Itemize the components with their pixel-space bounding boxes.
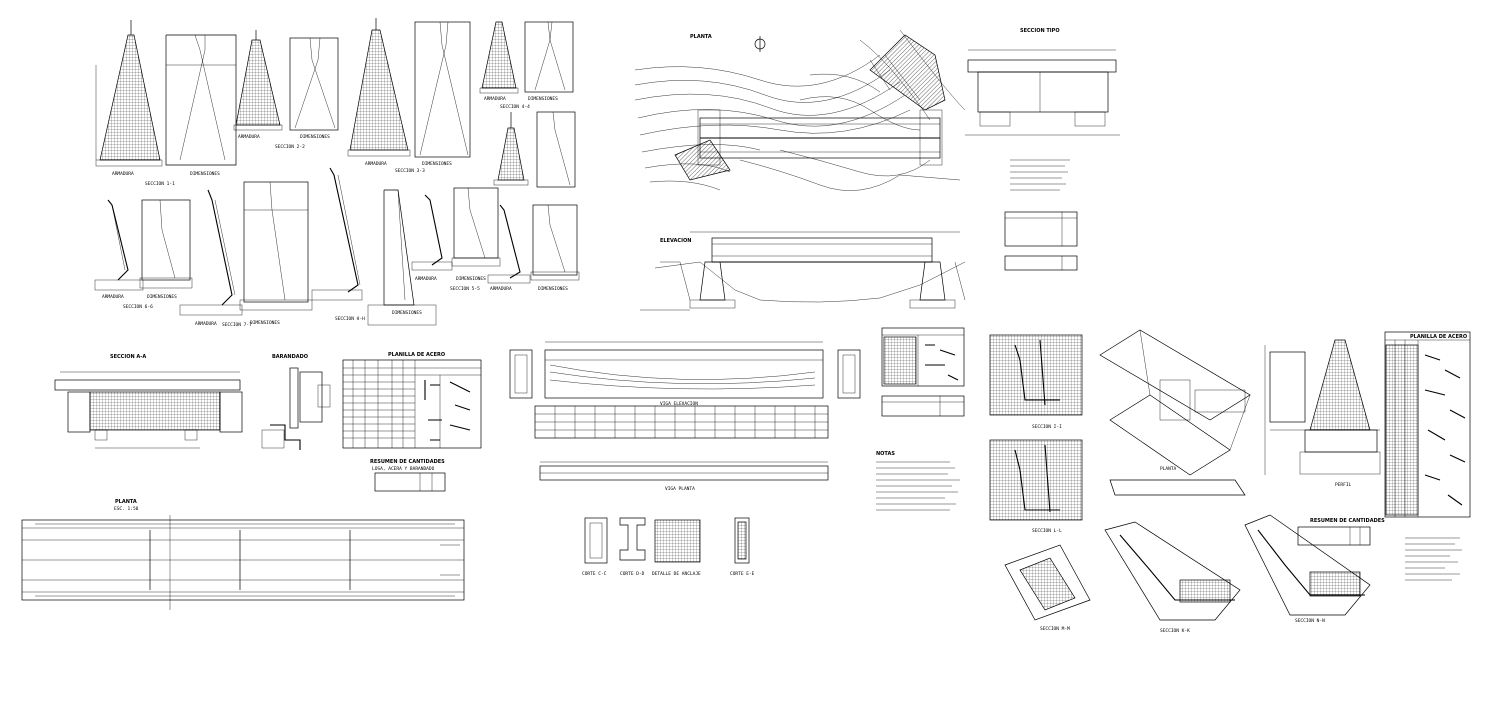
planilla-acero-right-title: PLANILLA DE ACERO: [1410, 334, 1467, 340]
notas-block: NOTAS: [876, 451, 960, 511]
label-dimensiones-9: DIMENSIONES: [538, 286, 568, 292]
label-dimensiones-5: DIMENSIONES: [147, 294, 177, 300]
slab-plan-scale: ESC. 1:50: [114, 506, 139, 512]
detalle-anclaje-label: DETALLE DE ANCLAJE: [652, 571, 701, 577]
abutment-3-armadura: ARMADURA: [347, 18, 411, 167]
label-planta-estribo: PLANTA: [1160, 466, 1177, 472]
viga-planta-label: VIGA PLANTA: [665, 486, 695, 492]
abutment-1-dimensiones: DIMENSIONES: [165, 34, 237, 177]
resumen-losa: LOSA, ACERA Y BARANDADO: [372, 466, 435, 472]
label-armadura: ARMADURA: [112, 171, 134, 177]
abutment-4-dimensiones: DIMENSIONES: [524, 21, 574, 102]
label-perfil: PERFIL: [1335, 482, 1352, 488]
wingwall-5: ARMADURA: [487, 204, 531, 292]
notes-block-top-right: [1004, 159, 1078, 271]
barandado-detail: BARANDADO: [261, 354, 331, 450]
planta-title: PLANTA: [690, 34, 712, 40]
slab-plan-title: PLANTA: [115, 499, 137, 505]
label-seccion-1-1: SECCION 1-1: [145, 181, 175, 187]
wingwall-1: ARMADURA: [94, 199, 144, 300]
label-seccion-3-3: SECCION 3-3: [395, 168, 425, 174]
corte-ee-label: CORTE E-E: [730, 571, 755, 577]
seccion-aa-title: SECCION A-A: [110, 354, 146, 360]
abutment-group-top-left: ARMADURA DIMENSIONES SECCION 1-1 ARMADUR…: [95, 18, 576, 188]
planilla-acero-right: PLANILLA DE ACERO: [1384, 331, 1471, 518]
abutment-5-dimensiones: [536, 111, 576, 188]
notes-right: [1405, 537, 1462, 581]
label-seccion-6-6: SECCION 6-6: [123, 304, 153, 310]
seccion-l-l: SECCION L-L: [989, 439, 1083, 534]
resumen-cantidades-title: RESUMEN DE CANTIDADES: [370, 459, 445, 465]
wingwall-4-dim: DIMENSIONES: [451, 187, 501, 282]
seccion-a-a: SECCION A-A: [54, 354, 243, 449]
planilla-acero-title: PLANILLA DE ACERO: [388, 352, 445, 358]
viga-elevacion-label: VIGA ELEVACION: [660, 401, 698, 407]
abutment-2-dimensiones: DIMENSIONES: [289, 37, 339, 140]
label-seccion-4-4: SECCION 4-4: [500, 104, 530, 110]
label-armadura-3: ARMADURA: [365, 161, 387, 167]
wingwall-1-dim: DIMENSIONES: [139, 199, 193, 300]
wingwall-3-dim: DIMENSIONES: [367, 189, 437, 326]
label-seccion-h-h: SECCION H-H: [335, 316, 365, 322]
notas-title: NOTAS: [876, 451, 895, 457]
abutment-4-armadura: ARMADURA: [479, 21, 519, 102]
slab-plan: PLANTA ESC. 1:50: [21, 499, 465, 610]
seccion-n-n: SECCION K-K: [1104, 521, 1241, 634]
elevacion-title: ELEVACION: [660, 238, 691, 244]
seccion-tipo-title: SECCION TIPO: [1020, 28, 1060, 34]
label-dimensiones-4: DIMENSIONES: [528, 96, 558, 102]
label-dimensiones-3: DIMENSIONES: [422, 161, 452, 167]
resumen-cantidades-right: RESUMEN DE CANTIDADES: [1297, 518, 1385, 546]
seccion-m-m: SECCION M-M: [1004, 544, 1091, 632]
label-armadura-6: ARMADURA: [195, 321, 217, 327]
label-seccion-m-m: SECCION M-M: [1040, 626, 1070, 632]
label-dimensiones-2: DIMENSIONES: [300, 134, 330, 140]
label-seccion-5-5: SECCION 5-5: [450, 286, 480, 292]
label-armadura-7: ARMADURA: [415, 276, 437, 282]
bridge-elevation: ELEVACION: [640, 231, 966, 311]
label-dimensiones-6: DIMENSIONES: [250, 320, 280, 326]
label-seccion-n-n: SECCION N-N: [1295, 618, 1325, 624]
label-seccion-i-i: SECCION I-I: [1032, 424, 1062, 430]
label-dimensiones: DIMENSIONES: [190, 171, 220, 177]
planta-estribo: PLANTA: [1099, 329, 1251, 496]
planilla-acero-table: PLANILLA DE ACERO RESUMEN DE CANTIDADES …: [342, 352, 482, 492]
abutment-1-armadura: ARMADURA: [95, 20, 163, 177]
barandado-title: BARANDADO: [272, 354, 308, 360]
wingwall-5-dim: DIMENSIONES: [530, 204, 580, 292]
wingwall-group-left: ARMADURA DIMENSIONES SECCION 6-6 ARMADUR…: [94, 167, 580, 328]
perfil: PERFIL: [1264, 339, 1381, 488]
label-seccion-7-7: SECCION 7-7: [222, 322, 252, 328]
label-armadura-5: ARMADURA: [102, 294, 124, 300]
label-seccion-k-k: SECCION K-K: [1160, 628, 1190, 634]
site-plan: PLANTA: [634, 29, 966, 191]
label-armadura-8: ARMADURA: [490, 286, 512, 292]
abutment-5-armadura: [493, 112, 529, 186]
seccion-i-i: SECCION I-I: [989, 334, 1083, 430]
wingwall-2-dim: DIMENSIONES: [239, 181, 313, 326]
label-dimensiones-7: DIMENSIONES: [392, 310, 422, 316]
beam-plan: VIGA PLANTA: [539, 461, 829, 492]
beam-rebar-table: [534, 405, 829, 439]
wingwall-2: ARMADURA: [179, 189, 243, 327]
beam-elevation: VIGA ELEVACION: [509, 341, 861, 407]
seccion-tipo: SECCION TIPO: [965, 28, 1120, 136]
label-seccion-2-2: SECCION 2-2: [275, 144, 305, 150]
resumen-right-title: RESUMEN DE CANTIDADES: [1310, 518, 1385, 524]
label-armadura-2: ARMADURA: [238, 134, 260, 140]
label-armadura-4: ARMADURA: [484, 96, 506, 102]
seccion-n-n-2: SECCION N-N: [1244, 514, 1371, 624]
beam-details-row: CORTE C-C CORTE D-D DETALLE DE ANCLAJE C…: [582, 517, 755, 577]
wingwall-4: ARMADURA: [411, 194, 453, 282]
label-seccion-l-l: SECCION L-L: [1032, 528, 1062, 534]
abutment-3-dimensiones: DIMENSIONES: [414, 21, 471, 167]
corte-dd-label: CORTE D-D: [620, 571, 645, 577]
wingwall-3: SECCION H-H: [311, 167, 365, 322]
label-dimensiones-8: DIMENSIONES: [456, 276, 486, 282]
corte-cc-label: CORTE C-C: [582, 571, 607, 577]
planilla-acero-center: [881, 327, 965, 417]
abutment-2-armadura: ARMADURA: [233, 30, 283, 140]
